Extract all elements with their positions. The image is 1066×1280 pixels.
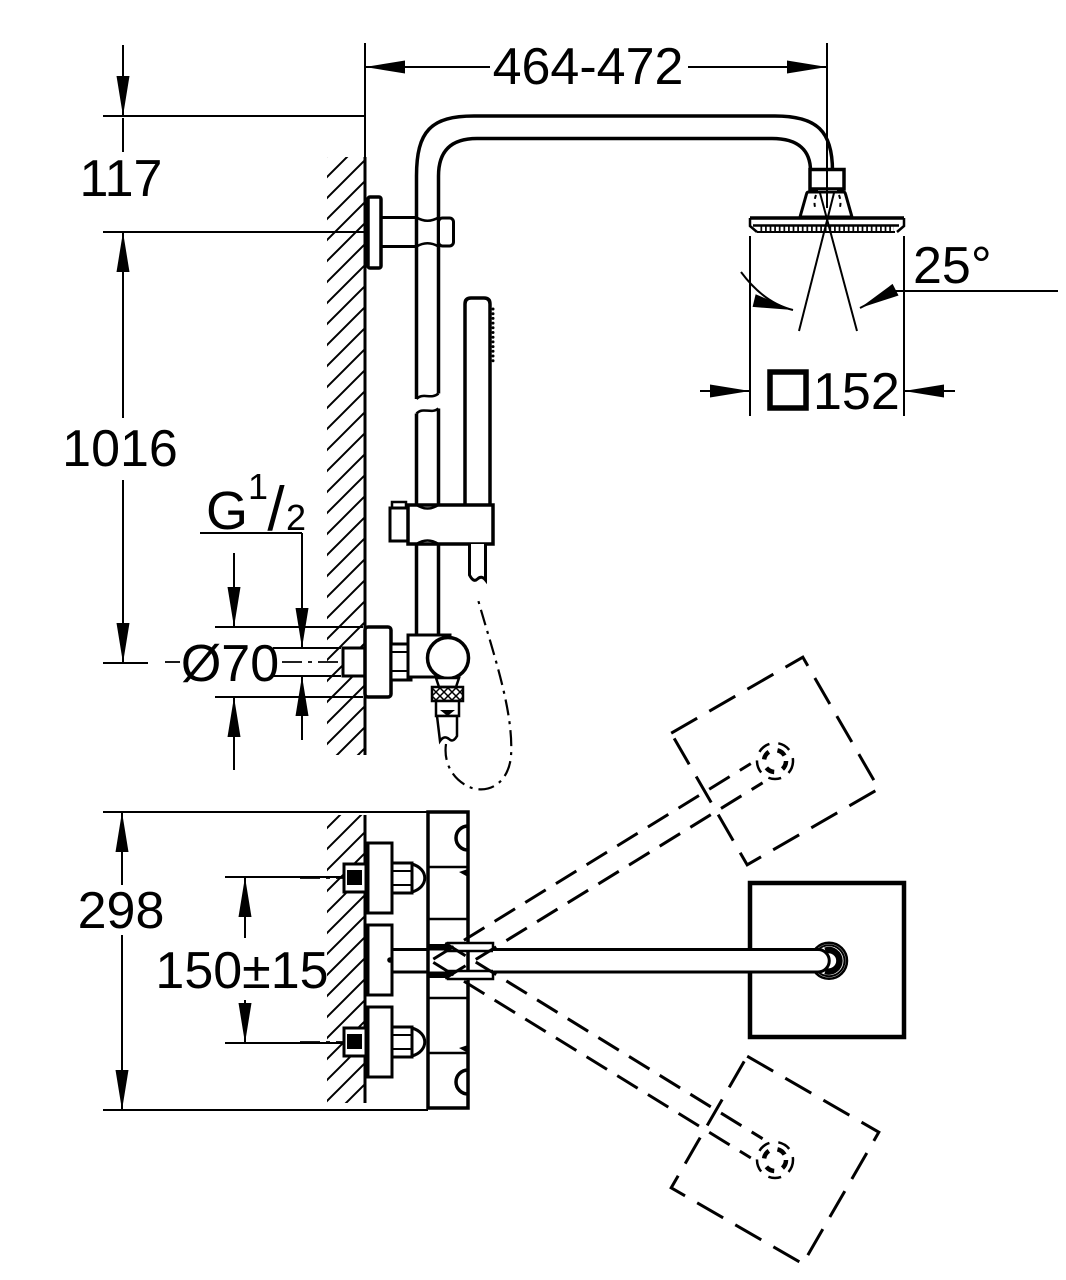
dim-label-overall: 298: [78, 882, 165, 940]
arm-mount-top: [446, 941, 495, 953]
shower-arm-plan: [493, 948, 818, 974]
outlet-seal-top: [428, 944, 448, 951]
escutcheon-top: [366, 841, 394, 915]
diverter-ball: [425, 635, 471, 681]
hex-nut-bottom-plan: [390, 1025, 414, 1059]
outlet-neck: [434, 676, 461, 689]
head-cone-thread-dashes: [813, 194, 842, 211]
outlet-pipe-plan: [392, 948, 428, 974]
plan-view-dimensions: 298 150±15: [78, 811, 428, 1111]
hose-knurled-nut: [430, 685, 465, 703]
dimension-width-range: 464-472: [364, 38, 828, 208]
dimension-thread: G 1 / 2: [200, 466, 341, 740]
union-domes: [411, 862, 427, 1058]
bracket-end-cap: [437, 216, 455, 248]
dim-label-flange-diameter: Ø70: [181, 635, 279, 693]
spray-cone: [798, 192, 858, 332]
handle-axis-arcs: [454, 824, 469, 1096]
thread-label-g: G: [206, 481, 248, 541]
thread-label-numerator: 1: [248, 466, 268, 507]
dim-label-inlet-spacing: 150±15: [155, 942, 328, 1000]
slider-clamp: [388, 506, 410, 543]
dimension-spray-angle: 25°: [740, 237, 1058, 311]
hex-nut-bottom-facets: [392, 1034, 412, 1050]
side-view-dimensions: 464-472 117 1016 25°: [62, 38, 1058, 770]
hand-shower-nozzle-dots: [491, 307, 495, 363]
hose-stub: [435, 714, 459, 745]
dimension-overall-298: 298: [78, 811, 428, 1111]
ball-joint-swivel-up-inner: [761, 747, 789, 775]
hex-nut-top-facets: [392, 870, 412, 886]
dim-label-width-range: 464-472: [493, 38, 684, 96]
thread-label-slash: /: [267, 475, 285, 544]
arm-end-cap: [817, 948, 831, 974]
slider-rail-grip: [415, 503, 440, 546]
bracket-arm: [381, 216, 417, 248]
pipe-inner-edge: [436, 136, 813, 394]
arm-swivel-up-dashed: [432, 762, 764, 980]
bracket-clamp-front: [415, 216, 440, 248]
arm-fill: [493, 950, 829, 971]
pipe-break-lower: [415, 407, 440, 415]
slider-holder-block: [406, 503, 495, 546]
mixer-body-section-lines: [428, 865, 468, 1055]
swivel-positions-dashed: [432, 655, 881, 1266]
outlet-seal-bottom: [428, 971, 448, 978]
side-elevation-view: 464-472 117 1016 25°: [62, 38, 1058, 791]
ball-joint-swivel-down: [755, 1140, 795, 1180]
dim-label-head-size: 152: [813, 363, 900, 421]
dimension-flange-diameter: Ø70: [181, 553, 363, 770]
square-symbol: [767, 369, 809, 411]
pipe-break-upper: [415, 392, 440, 400]
wall-flange-escutcheon: [363, 625, 393, 699]
hex-nut-top-plan: [390, 861, 414, 895]
head-plate-swivel-up: [669, 655, 881, 867]
plan-view: 298 150±15: [78, 655, 907, 1266]
hose-connector-mark: [440, 710, 455, 716]
ball-joint-swivel-down-inner: [761, 1146, 789, 1174]
dim-label-height: 1016: [62, 420, 178, 478]
wall-section-plan: [327, 815, 367, 1103]
center-mark-dot: [387, 957, 393, 963]
dimension-inlet-spacing: 150±15: [155, 876, 344, 1044]
hand-shower-assembly: [388, 296, 495, 585]
wall-hatching-plan: [327, 815, 365, 1103]
spray-cone-left-line: [798, 192, 835, 332]
thread-label-denominator: 2: [286, 497, 306, 538]
escutcheon-bottom: [366, 1005, 394, 1079]
diverter-valve-assembly: [165, 595, 513, 791]
ball-joint-swivel-up: [755, 741, 795, 781]
wall-bracket: [366, 195, 455, 270]
hand-shower-body: [463, 296, 492, 505]
rail-lower-segment: [414, 408, 441, 635]
head-plate-solid-position: [493, 880, 907, 1040]
inlet-stub-top-core: [347, 870, 362, 885]
arm-swivel-down-dashed: [432, 941, 764, 1160]
head-plate-swivel-down: [669, 1054, 881, 1266]
head-spray-nozzles: [758, 226, 894, 232]
hand-shower-handle: [468, 544, 487, 585]
dim-label-spray-angle: 25°: [913, 237, 992, 295]
bracket-wall-plate: [366, 195, 383, 270]
dimension-offset-and-height: 117 1016: [62, 45, 365, 664]
ball-joint-thick-ring: [824, 946, 843, 975]
shower-hose-loop: [444, 595, 513, 791]
dimension-head-size: 152: [700, 236, 955, 421]
spray-cone-right-line: [819, 192, 858, 332]
dim-label-offset: 117: [80, 150, 163, 208]
supply-stub-in-wall: [341, 646, 368, 678]
inlet-stub-bottom-core: [347, 1034, 362, 1049]
